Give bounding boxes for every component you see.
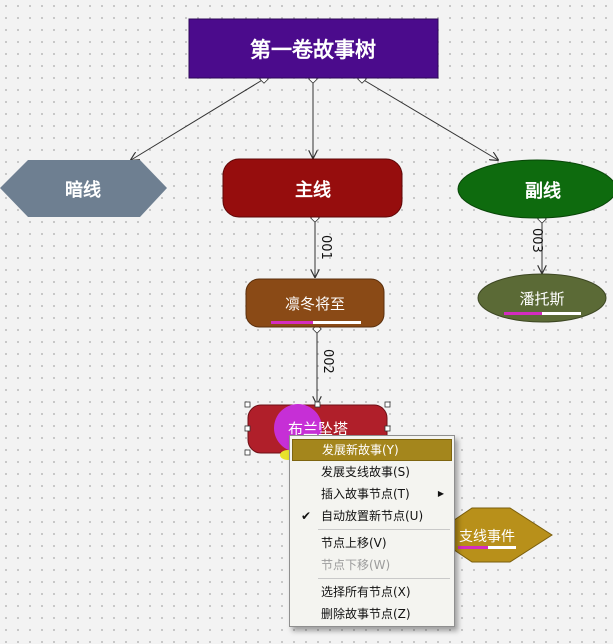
node-side-event-label: 支线事件 [459,529,515,545]
node-side-line[interactable]: 副线 [457,159,613,219]
menu-item-label: 选择所有节点(X) [321,585,411,599]
node-root[interactable]: 第一卷故事树 [188,18,439,79]
menu-item-develop-new-story[interactable]: 发展新故事(Y) [292,439,452,461]
node-root-label: 第一卷故事树 [250,38,376,62]
edge-label-003: 003 [529,228,544,253]
menu-separator [318,578,450,579]
menu-item-node-move-down[interactable]: 节点下移(W) [292,554,452,576]
menu-item-select-all-nodes[interactable]: 选择所有节点(X) [292,581,452,603]
context-menu: 发展新故事(Y) 发展支线故事(S) 插入故事节点(T) ▶ ✔ 自动放置新节点… [289,435,455,627]
checkmark-icon: ✔ [301,509,312,523]
edge-label-002: 002 [320,349,335,374]
menu-item-label: 节点上移(V) [321,536,387,550]
node-hidden-line-label: 暗线 [65,179,101,201]
node-winter-progress-fill [271,321,313,324]
menu-item-node-move-up[interactable]: 节点上移(V) [292,532,452,554]
node-tower-label: 布兰坠塔 [288,420,348,438]
menu-item-label: 自动放置新节点(U) [321,509,424,523]
node-main-line[interactable]: 主线 [222,158,403,218]
edge-label-001: 001 [318,235,333,260]
menu-item-label: 发展新故事(Y) [322,443,399,457]
menu-item-auto-place-node[interactable]: ✔ 自动放置新节点(U) [292,505,452,527]
connectors [131,78,542,404]
node-patos-progress-track [504,312,581,315]
submenu-arrow-icon: ▶ [437,489,444,498]
node-patos-progress-fill [504,312,542,315]
node-main-line-label: 主线 [295,179,331,201]
menu-item-develop-side-story[interactable]: 发展支线故事(S) [292,461,452,483]
edge-root-hidden [131,78,265,160]
node-side-event[interactable]: 支线事件 [431,507,553,563]
node-winter-label: 凛冬将至 [285,295,345,313]
selection-handles[interactable] [244,401,391,456]
menu-item-label: 发展支线故事(S) [321,465,410,479]
menu-item-insert-story-node[interactable]: 插入故事节点(T) ▶ [292,483,452,505]
node-side-line-label: 副线 [525,180,561,202]
menu-separator [318,529,450,530]
menu-item-delete-story-node[interactable]: 删除故事节点(Z) [292,603,452,625]
menu-item-label: 插入故事节点(T) [321,487,410,501]
menu-item-label: 节点下移(W) [321,558,391,572]
node-hidden-line[interactable]: 暗线 [0,160,167,217]
node-winter-progress-track [271,321,361,324]
node-side-event-progress-fill [458,546,488,549]
node-patos[interactable]: 潘托斯 [477,273,607,323]
edge-root-side [361,78,498,160]
node-patos-label: 潘托斯 [519,290,564,308]
node-winter[interactable]: 凛冬将至 [245,278,385,328]
menu-item-label: 删除故事节点(Z) [321,607,411,621]
